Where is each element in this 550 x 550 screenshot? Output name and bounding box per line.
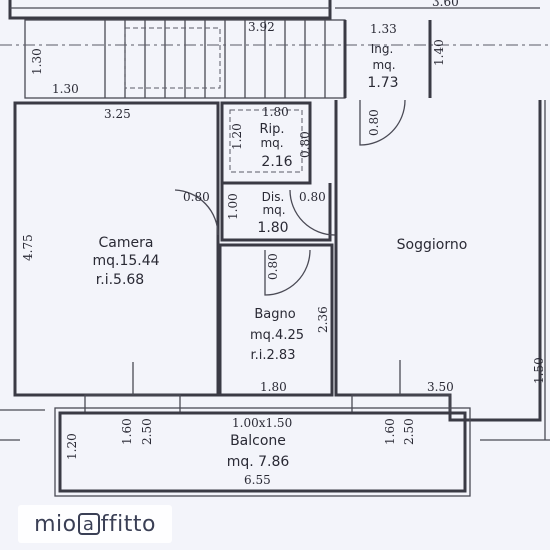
ingresso-name: Ing. (371, 42, 394, 56)
dis-door (289, 189, 336, 236)
top-wall (8, 0, 332, 20)
camera-ri: r.i.5.68 (96, 272, 144, 288)
dim-label: 2.50 (402, 418, 416, 445)
dis-walls (220, 183, 332, 242)
balcone-area: mq. 7.86 (227, 454, 290, 470)
rip-unit: mq. (260, 136, 283, 150)
stairs (104, 20, 326, 98)
camera-door (174, 189, 219, 236)
dim-label: 3.92 (248, 20, 275, 34)
bagno-ri: r.i.2.83 (251, 348, 296, 363)
dim-label: 4.75 (21, 234, 35, 261)
dim-label: 3.50 (427, 380, 454, 394)
dim-label: 1.33 (370, 22, 397, 36)
dim-label: 1.60 (120, 418, 134, 445)
dim-label: 3.25 (104, 107, 131, 121)
dim-label: 6.55 (244, 473, 271, 487)
camera-area: mq.15.44 (92, 253, 159, 269)
bagno-name: Bagno (254, 307, 295, 322)
dim-label: 1.80 (260, 380, 287, 394)
ingresso-unit: mq. (372, 58, 395, 72)
dim-label: 2.50 (140, 418, 154, 445)
dim-label: 1.30 (30, 48, 44, 75)
rip-name: Rip. (259, 122, 284, 137)
dim-label: 0.80 (266, 253, 280, 280)
dim-label: 1.20 (65, 433, 79, 460)
dim-label: 1.00 (226, 193, 240, 220)
dim-label: 1.60 (383, 418, 397, 445)
dim-label: 1.80 (262, 105, 289, 119)
balcone-walls (58, 411, 467, 493)
dim-label: 0.80 (299, 190, 326, 204)
bagno-walls (218, 243, 334, 397)
dim-label: 2.36 (316, 306, 330, 333)
soggiorno-name: Soggiorno (397, 237, 468, 253)
balcone-name: Balcone (230, 433, 286, 449)
dim-label: 1.50 (532, 357, 546, 384)
dis-name: Dis. (262, 190, 285, 204)
dis-area: 1.80 (257, 220, 288, 236)
dis-unit: mq. (262, 203, 285, 217)
dim-label: 0.80 (183, 190, 210, 204)
dim-label: 0.80 (367, 109, 381, 136)
dim-label: 3.60 (432, 0, 459, 9)
dim-label: 1.20 (230, 123, 244, 150)
bagno-area: mq.4.25 (250, 328, 304, 343)
rip-walls (220, 101, 312, 185)
ingresso-walls (343, 20, 432, 98)
ingresso-door (359, 99, 406, 146)
dim-label: 1.40 (432, 39, 446, 66)
dim-label: 1.00x1.50 (232, 416, 292, 430)
camera-name: Camera (99, 235, 154, 251)
dim-label: 0.80 (298, 131, 312, 158)
bagno-door (264, 249, 311, 296)
dim-label: 1.30 (52, 82, 79, 96)
rip-area: 2.16 (261, 154, 292, 170)
ingresso-area: 1.73 (367, 75, 398, 91)
